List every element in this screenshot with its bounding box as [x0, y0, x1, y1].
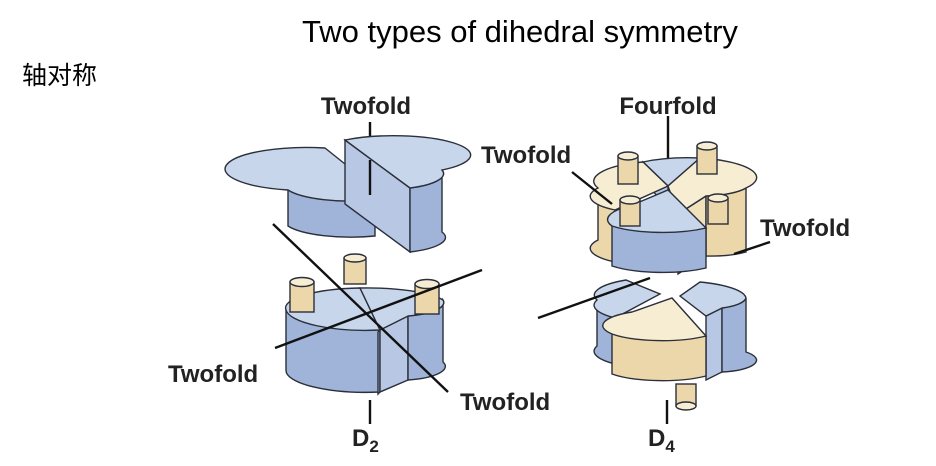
d4-upper-left-tan-quarter: [589, 161, 670, 263]
figure-subtitle: 轴对称: [22, 61, 98, 90]
d2-bottom-label-main: D: [352, 425, 369, 452]
d2-diagram: Twofold Twofold Twofold D2: [168, 93, 550, 456]
d2-center-peg: [343, 253, 367, 285]
d4-bottom-peg: [675, 383, 697, 411]
d2-bottom-label-sub: 2: [369, 437, 378, 456]
d4-twofold-axis-right-pointer: [733, 240, 771, 256]
figure-title: Two types of dihedral symmetry: [302, 14, 738, 49]
d2-left-peg: [289, 276, 315, 313]
d4-diagram: Fourfold Twofold Twofold D4: [481, 93, 850, 456]
d2-right-label: Twofold: [460, 389, 550, 416]
d2-right-peg: [414, 278, 440, 315]
d4-twofold-axis-left-pointer: [571, 171, 613, 205]
d2-bottom-disc-right-half: [358, 287, 447, 394]
d4-right-label: Twofold: [760, 215, 850, 242]
d4-bottom-label-main: D: [648, 425, 665, 452]
d2-left-label: Twofold: [168, 361, 258, 388]
d4-horizontal-twofold-axis: [537, 276, 651, 320]
d2-bottom-label: D2: [352, 425, 379, 456]
d4-peg-front-right: [707, 193, 729, 225]
d4-top-label: Fourfold: [619, 93, 716, 120]
d4-bottom-label: D4: [648, 425, 675, 456]
d4-peg-back-left: [617, 151, 639, 185]
d2-top-label: Twofold: [321, 93, 411, 120]
d2-diagonal-axis-right: [272, 223, 449, 393]
d4-left-label: Twofold: [481, 142, 571, 169]
d4-peg-back-right: [696, 141, 718, 175]
d4-lower-front-tan-quarter: [602, 297, 708, 382]
d2-diagonal-axis-left: [274, 268, 483, 350]
d2-top-disc-right-half: [343, 135, 472, 254]
d4-peg-front-left: [619, 195, 641, 227]
d4-bottom-label-sub: 4: [665, 437, 675, 456]
